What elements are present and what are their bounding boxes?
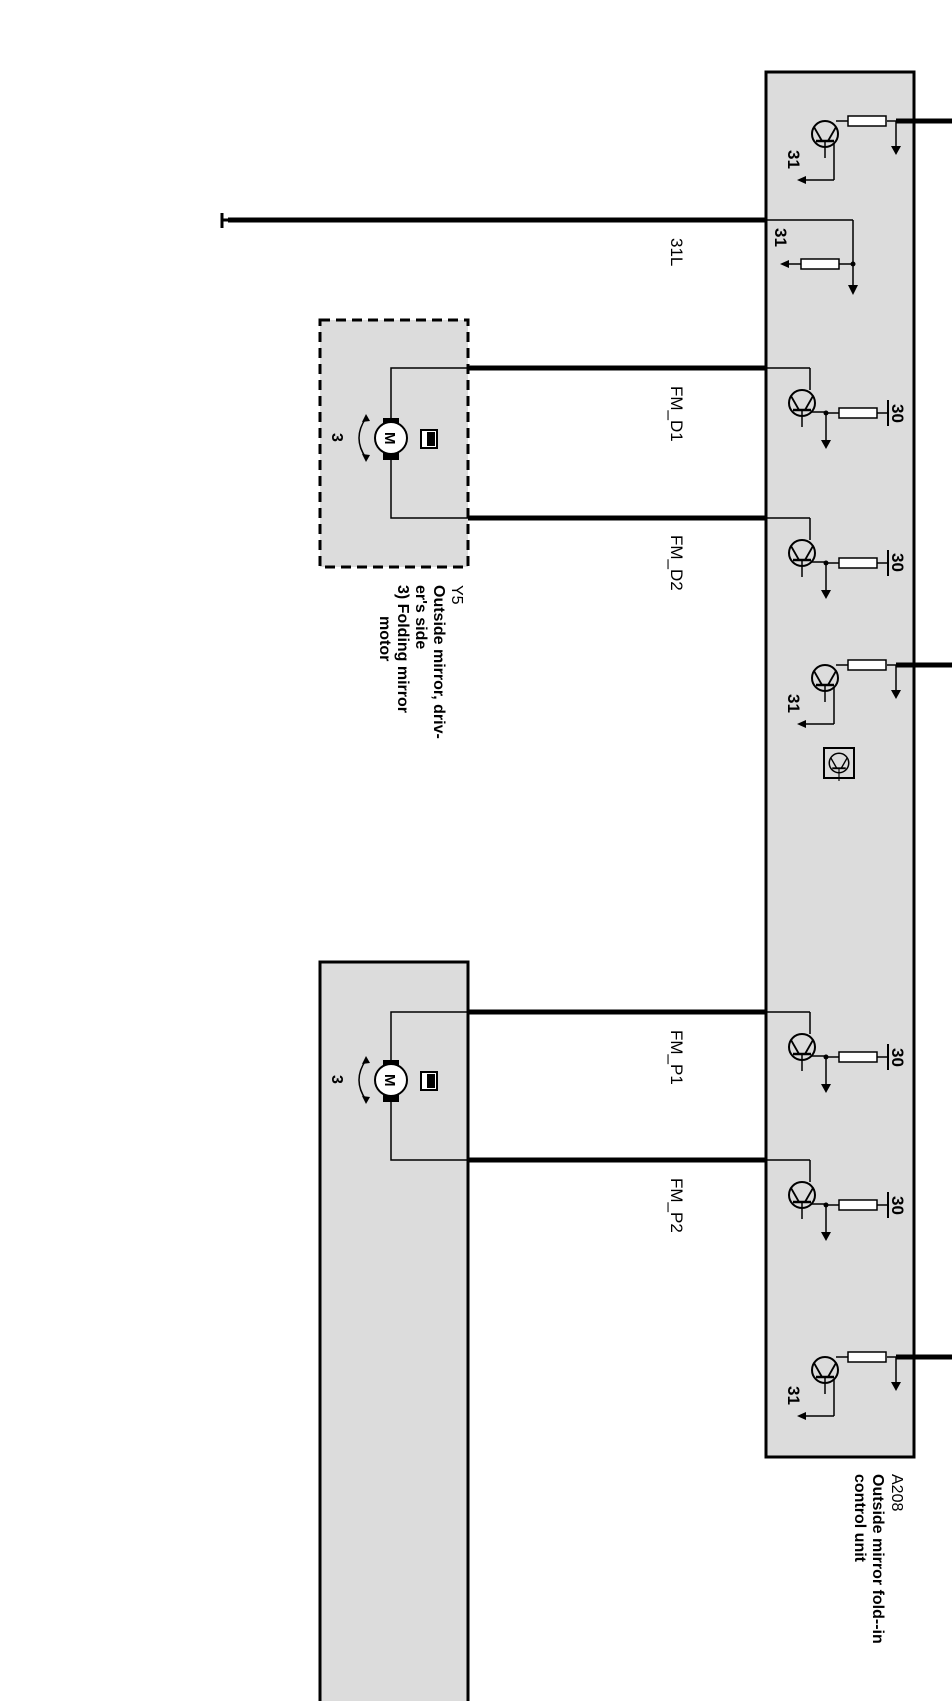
driver-mirror-desc-2: er's side (412, 585, 429, 649)
wire-label-fm-d1: FM_D1 (667, 386, 686, 442)
driver-mirror-desc-4: motor (376, 616, 393, 661)
driver-mirror-id: Y5 (448, 585, 465, 605)
motor-number: 3 (328, 433, 345, 442)
driver-mirror-desc-1: Outside mirror, driv- (430, 585, 447, 739)
terminal-31: 31 (784, 150, 803, 169)
terminal-31: 31 (784, 1386, 803, 1405)
connector-icon (420, 1071, 438, 1091)
control-unit-box (764, 70, 916, 1459)
control-unit-desc-1: Outside mirror fold--in (869, 1474, 886, 1644)
semiconductor-icon (823, 747, 855, 782)
terminal-31: 31 (771, 228, 790, 247)
terminal-31: 31 (784, 694, 803, 713)
wire-label-fm-p1: FM_P1 (667, 1030, 686, 1085)
channel-mid-output: 31 (784, 659, 952, 782)
driver-mirror-y5: M 3 Y5 Outside mirror, driv- er's side 3… (318, 318, 470, 739)
channel-bottom-output: 31 (784, 1351, 952, 1420)
motor-icon: M 3 (328, 1056, 408, 1104)
control-unit-a208: 31 31 30 (764, 70, 952, 1644)
connector-icon (420, 429, 438, 449)
channel-fm-p2: 30 (766, 1159, 907, 1241)
passenger-mirror: M 3 (318, 960, 470, 1701)
motor-number: 3 (328, 1075, 345, 1084)
terminal-30: 30 (888, 1048, 907, 1067)
wire-label-31l: 31L (667, 238, 686, 266)
terminal-30: 30 (888, 553, 907, 572)
control-unit-id: A208 (888, 1474, 905, 1511)
channel-fm-d1: 30 (766, 367, 907, 449)
terminal-30: 30 (888, 404, 907, 423)
wire-label-fm-d2: FM_D2 (667, 535, 686, 591)
channel-top-output: 31 (784, 115, 952, 184)
motor-letter: M (381, 1074, 398, 1087)
wire-label-fm-p2: FM_P2 (667, 1178, 686, 1233)
channel-fm-p1: 30 (766, 1011, 907, 1093)
motor-icon: M 3 (328, 414, 408, 462)
wires: 31L FM_D1 FM_D2 FM_P1 FM_P2 (220, 213, 766, 1233)
control-unit-desc-2: control unit (851, 1474, 868, 1563)
channel-fm-d2: 30 (766, 517, 907, 599)
motor-letter: M (381, 432, 398, 445)
terminal-30: 30 (888, 1196, 907, 1215)
channel-31l: 31 (766, 219, 858, 295)
driver-mirror-desc-3: 3) Folding mirror (394, 585, 411, 713)
